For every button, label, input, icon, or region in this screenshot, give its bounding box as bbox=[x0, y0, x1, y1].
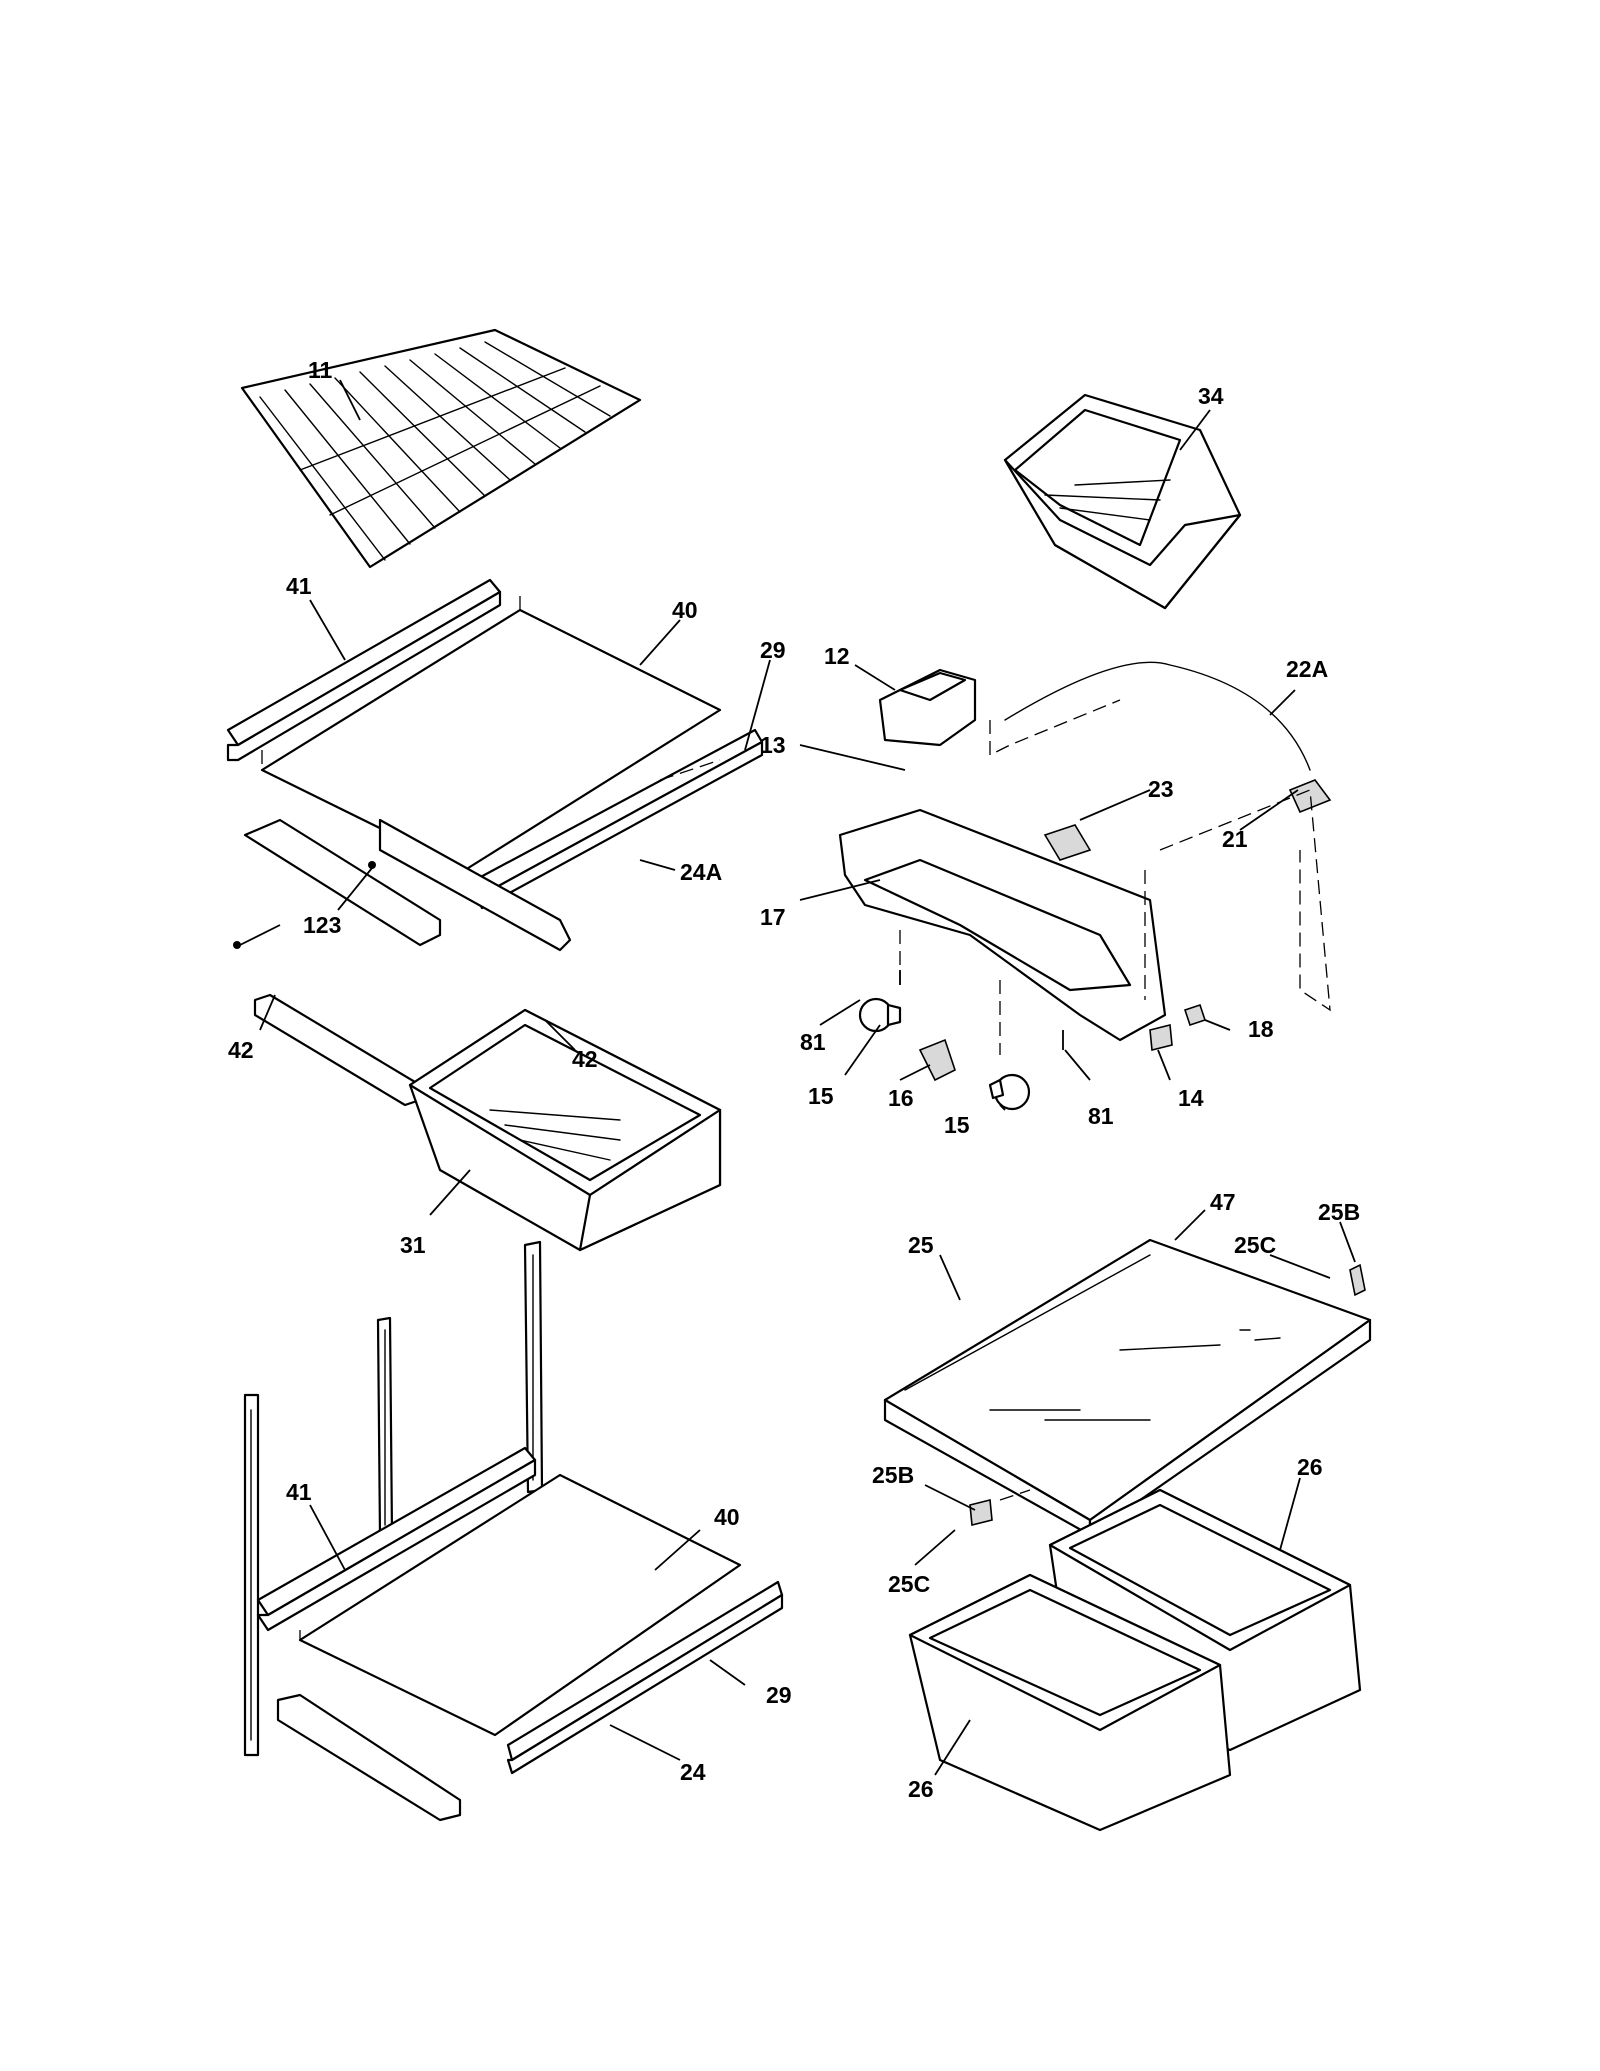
callout-17: 17 bbox=[760, 904, 786, 930]
callout-11: 11 bbox=[308, 357, 333, 383]
callout-29: 29 bbox=[760, 637, 786, 663]
callout-31: 31 bbox=[400, 1232, 426, 1258]
callout-81b: 81 bbox=[1088, 1103, 1114, 1129]
callout-16: 16 bbox=[888, 1085, 914, 1111]
callout-47: 47 bbox=[1210, 1189, 1236, 1215]
callout-24: 24 bbox=[680, 1759, 706, 1785]
callout-40: 40 bbox=[672, 597, 698, 623]
control-housing-assembly bbox=[838, 661, 1332, 1055]
callout-14: 14 bbox=[1178, 1085, 1204, 1111]
callout-15: 15 bbox=[808, 1083, 834, 1109]
callout-25Bb: 25B bbox=[872, 1462, 914, 1488]
callout-24A: 24A bbox=[680, 859, 722, 885]
callout-23: 23 bbox=[1148, 776, 1174, 802]
callout-21: 21 bbox=[1222, 826, 1248, 852]
callout-25Cb: 25C bbox=[888, 1571, 930, 1597]
callout-25: 25 bbox=[908, 1232, 934, 1258]
callout-25C: 25C bbox=[1234, 1232, 1276, 1258]
callout-81: 81 bbox=[800, 1029, 826, 1055]
callout-15b: 15 bbox=[944, 1112, 970, 1138]
callout-26b: 26 bbox=[908, 1776, 934, 1802]
callout-labels: 11 34 41 40 29 12 22A 13 23 21 24A 17 12… bbox=[228, 357, 1360, 1802]
drawer-31 bbox=[408, 1008, 722, 1252]
callout-41b: 41 bbox=[286, 1479, 312, 1505]
callout-29b: 29 bbox=[766, 1682, 792, 1708]
lights-and-switches bbox=[858, 970, 1207, 1111]
wire-shelf-11 bbox=[240, 328, 642, 569]
crisper-drawers-26 bbox=[908, 1488, 1362, 1832]
callout-13: 13 bbox=[760, 732, 786, 758]
callout-41: 41 bbox=[286, 573, 312, 599]
callout-26: 26 bbox=[1297, 1454, 1323, 1480]
callout-34: 34 bbox=[1198, 383, 1224, 409]
callout-40b: 40 bbox=[714, 1504, 740, 1530]
shelf-assembly-lower bbox=[256, 1446, 784, 1822]
callout-12: 12 bbox=[824, 643, 850, 669]
callout-22A: 22A bbox=[1286, 656, 1328, 682]
callout-123: 123 bbox=[303, 912, 341, 938]
crisper-cover-47 bbox=[883, 1238, 1372, 1537]
callout-42: 42 bbox=[572, 1046, 598, 1072]
leader-lines bbox=[239, 379, 1356, 1776]
callout-18: 18 bbox=[1248, 1016, 1274, 1042]
callout-42b: 42 bbox=[228, 1037, 254, 1063]
shelf-assembly-upper bbox=[226, 578, 764, 1107]
bin-34 bbox=[1003, 393, 1242, 610]
callout-25B: 25B bbox=[1318, 1199, 1360, 1225]
shelf-standards bbox=[243, 1240, 544, 1757]
